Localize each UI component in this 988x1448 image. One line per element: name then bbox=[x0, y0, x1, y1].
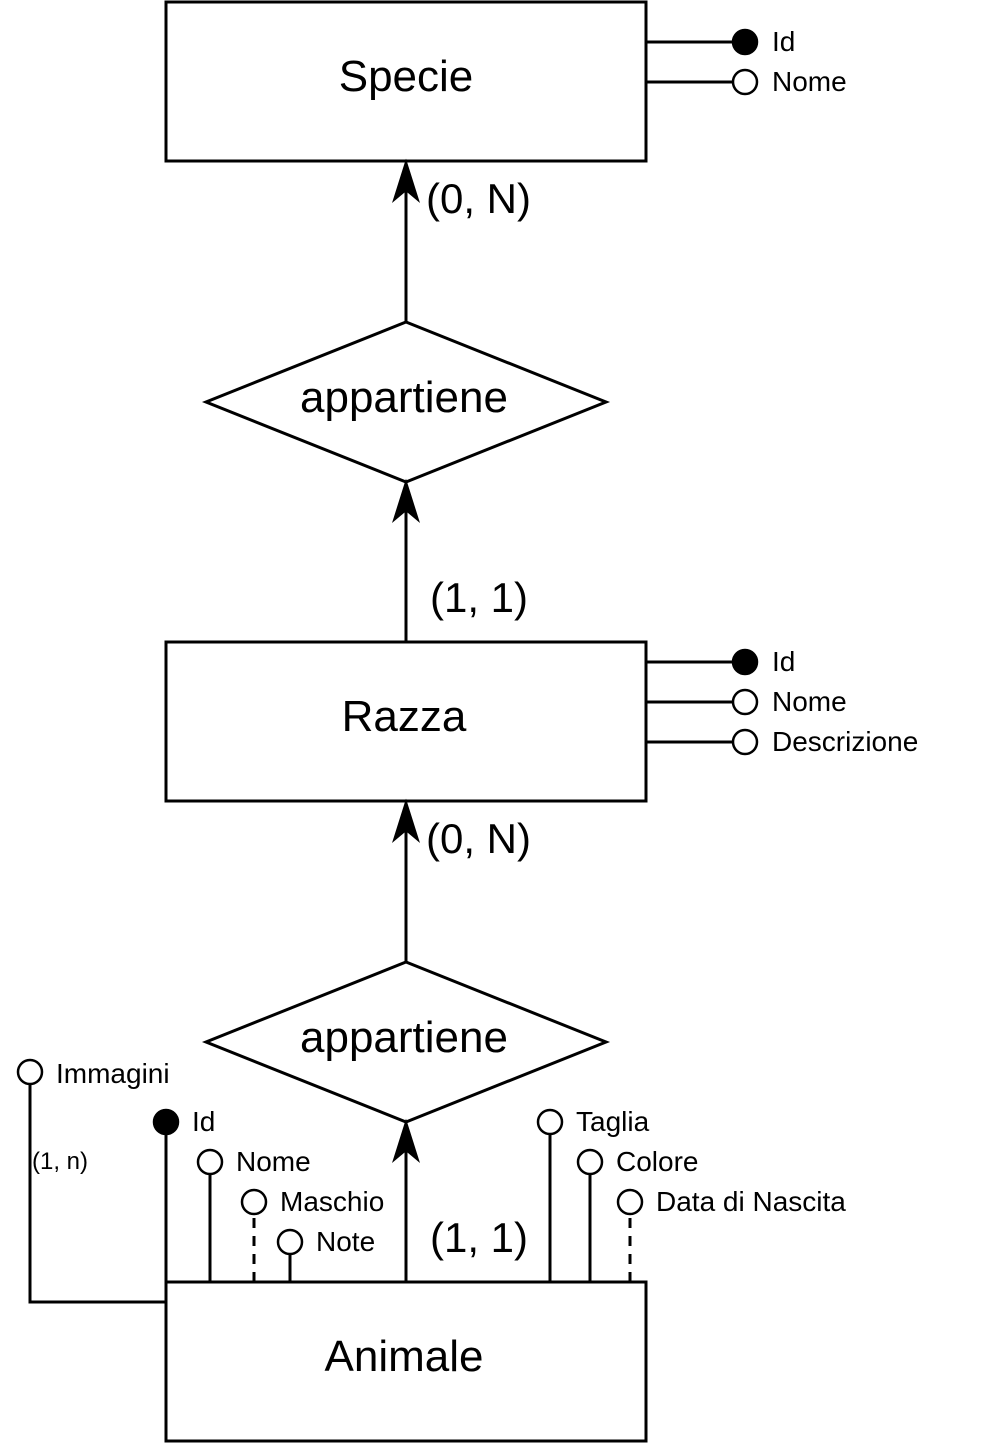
entity-specie-box[interactable] bbox=[164, 0, 648, 163]
razza-attr-id[interactable]: Id bbox=[646, 646, 795, 677]
relationship-name: appartiene bbox=[300, 373, 508, 422]
animale-attr-taglia[interactable]: Taglia bbox=[536, 1106, 650, 1282]
arrow-up-icon bbox=[392, 478, 420, 523]
attr-label: Id bbox=[192, 1106, 215, 1137]
attribute-icon bbox=[240, 1188, 268, 1216]
attribute-icon bbox=[576, 1148, 604, 1176]
attr-label: Descrizione bbox=[772, 726, 918, 757]
arrow-up-icon bbox=[392, 1118, 420, 1163]
entity-animale[interactable]: Animale bbox=[164, 1280, 648, 1443]
cardinality-label: (1, 1) bbox=[430, 1214, 528, 1261]
attr-label: Id bbox=[772, 646, 795, 677]
razza-attr-descrizione[interactable]: Descrizione bbox=[646, 726, 918, 757]
attr-label: Taglia bbox=[576, 1106, 650, 1137]
relationship-name: appartiene bbox=[300, 1013, 508, 1062]
animale-attr-immagini[interactable]: Immagini (1, n) bbox=[16, 1058, 170, 1304]
animale-attr-maschio[interactable]: Maschio bbox=[240, 1186, 384, 1282]
animale-attr-id[interactable]: Id bbox=[152, 1106, 215, 1282]
key-attribute-icon bbox=[731, 648, 759, 676]
arrow-up-icon bbox=[392, 158, 420, 203]
arrow-up-icon bbox=[392, 798, 420, 843]
key-attribute-icon bbox=[152, 1108, 180, 1136]
attr-cardinality-label: (1, n) bbox=[32, 1148, 88, 1175]
attr-label: Immagini bbox=[56, 1058, 170, 1089]
attribute-icon bbox=[276, 1228, 304, 1256]
attr-label: Note bbox=[316, 1226, 375, 1257]
attr-label: Nome bbox=[236, 1146, 311, 1177]
attribute-icon bbox=[536, 1108, 564, 1136]
attribute-icon bbox=[731, 68, 759, 96]
attribute-icon bbox=[196, 1148, 224, 1176]
attr-label: Colore bbox=[616, 1146, 698, 1177]
attr-label: Nome bbox=[772, 686, 847, 717]
attr-label: Id bbox=[772, 26, 795, 57]
relationship-appartiene-1[interactable]: appartiene (0, N) (1, 1) bbox=[201, 158, 611, 642]
entity-animale-name: Animale bbox=[325, 1332, 484, 1381]
animale-attr-nome[interactable]: Nome bbox=[196, 1146, 311, 1282]
relationship-appartiene-2[interactable]: appartiene (0, N) (1, 1) bbox=[201, 798, 611, 1282]
attribute-icon bbox=[16, 1058, 44, 1086]
animale-attr-note[interactable]: Note bbox=[276, 1226, 375, 1282]
entity-animale-box[interactable] bbox=[164, 1280, 648, 1443]
key-attribute-icon bbox=[731, 28, 759, 56]
cardinality-label: (0, N) bbox=[426, 815, 531, 862]
entity-specie-name: Specie bbox=[339, 52, 474, 101]
cardinality-label: (1, 1) bbox=[430, 574, 528, 621]
specie-attr-nome[interactable]: Nome bbox=[646, 66, 847, 97]
specie-attr-id[interactable]: Id bbox=[646, 26, 795, 57]
animale-attr-data-di-nascita[interactable]: Data di Nascita bbox=[616, 1186, 846, 1282]
attribute-icon bbox=[731, 728, 759, 756]
attr-label: Data di Nascita bbox=[656, 1186, 846, 1217]
entity-razza-name: Razza bbox=[342, 692, 467, 741]
entity-specie[interactable]: Specie bbox=[164, 0, 648, 163]
attr-label: Nome bbox=[772, 66, 847, 97]
animale-attr-colore[interactable]: Colore bbox=[576, 1146, 698, 1282]
attribute-icon bbox=[731, 688, 759, 716]
attribute-icon bbox=[616, 1188, 644, 1216]
razza-attr-nome[interactable]: Nome bbox=[646, 686, 847, 717]
cardinality-label: (0, N) bbox=[426, 175, 531, 222]
attr-label: Maschio bbox=[280, 1186, 384, 1217]
entity-razza[interactable]: Razza bbox=[164, 640, 648, 803]
entity-razza-box[interactable] bbox=[164, 640, 648, 803]
